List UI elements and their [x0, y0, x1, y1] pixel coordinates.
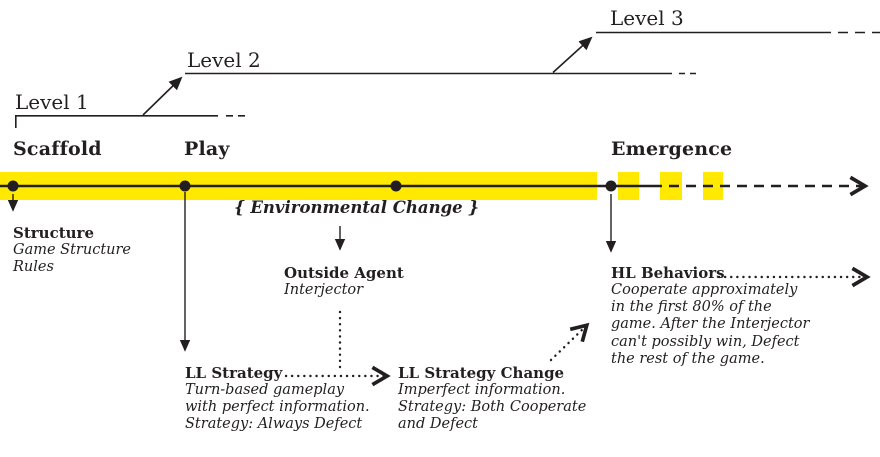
ll-strategy-note-line: Turn-based gameplay	[185, 382, 345, 398]
hl-behaviors-note-line: Cooperate approximately	[611, 282, 798, 298]
change-to-hl-behaviors-dotted-arrow	[549, 322, 590, 362]
timeline-dot-env-change	[390, 180, 402, 192]
hl-behaviors-note: HL Behaviors Cooperate approximately in …	[611, 264, 809, 368]
ll-strategy-change-note-line: Strategy: Both Cooperate	[398, 399, 587, 416]
outside-agent-note-line: Interjector	[284, 282, 364, 298]
phase-label-scaffold: Scaffold	[13, 138, 102, 160]
phase-label-emergence: Emergence	[611, 138, 733, 160]
outside-agent-note: Outside Agent Interjector	[284, 264, 404, 299]
ll-strategy-change-note: LL Strategy Change Imperfect information…	[398, 364, 586, 434]
level-1-line	[15, 115, 245, 128]
timeline-dot-scaffold	[7, 180, 19, 192]
ll-strategy-note-line: with perfect information.	[185, 399, 370, 416]
timeline-dot-emergence	[605, 180, 617, 192]
level-3-label: Level 3	[610, 6, 684, 30]
timeline-dot-play	[179, 180, 191, 192]
level-1-label: Level 1	[15, 90, 89, 114]
ll-strategy-change-note-title: LL Strategy Change	[398, 364, 565, 382]
ll-strategy-note-title: LL Strategy	[185, 364, 283, 382]
hl-behaviors-note-line: in the first 80% of the	[611, 299, 772, 316]
hl-behaviors-note-line: the rest of the game.	[611, 350, 765, 367]
structure-note-title: Structure	[13, 224, 94, 242]
environmental-change-label: { Environmental Change }	[234, 198, 479, 217]
outside-agent-note-title: Outside Agent	[284, 264, 404, 282]
level-2-label: Level 2	[187, 48, 261, 72]
hl-behaviors-note-line: can't possibly win, Defect	[611, 333, 800, 350]
structure-note-line: Game Structure	[13, 242, 131, 258]
ll-strategy-note: LL Strategy Turn-based gameplay with per…	[185, 364, 370, 434]
hl-behaviors-note-title: HL Behaviors	[611, 264, 725, 282]
ll-strategy-change-note-line: Imperfect information.	[398, 382, 566, 398]
timeline-dots	[7, 180, 617, 192]
level-2-to-3-arrow	[552, 36, 593, 74]
ll-strategy-note-line: Strategy: Always Defect	[185, 416, 363, 433]
hl-behaviors-note-line: game. After the Interjector	[611, 316, 810, 333]
level-1-to-2-arrow	[142, 76, 183, 116]
ll-strategy-change-note-line: and Defect	[398, 416, 478, 433]
structure-note: Structure Game Structure Rules	[13, 224, 131, 276]
structure-note-line: Rules	[13, 259, 54, 276]
phase-label-play: Play	[184, 138, 230, 160]
